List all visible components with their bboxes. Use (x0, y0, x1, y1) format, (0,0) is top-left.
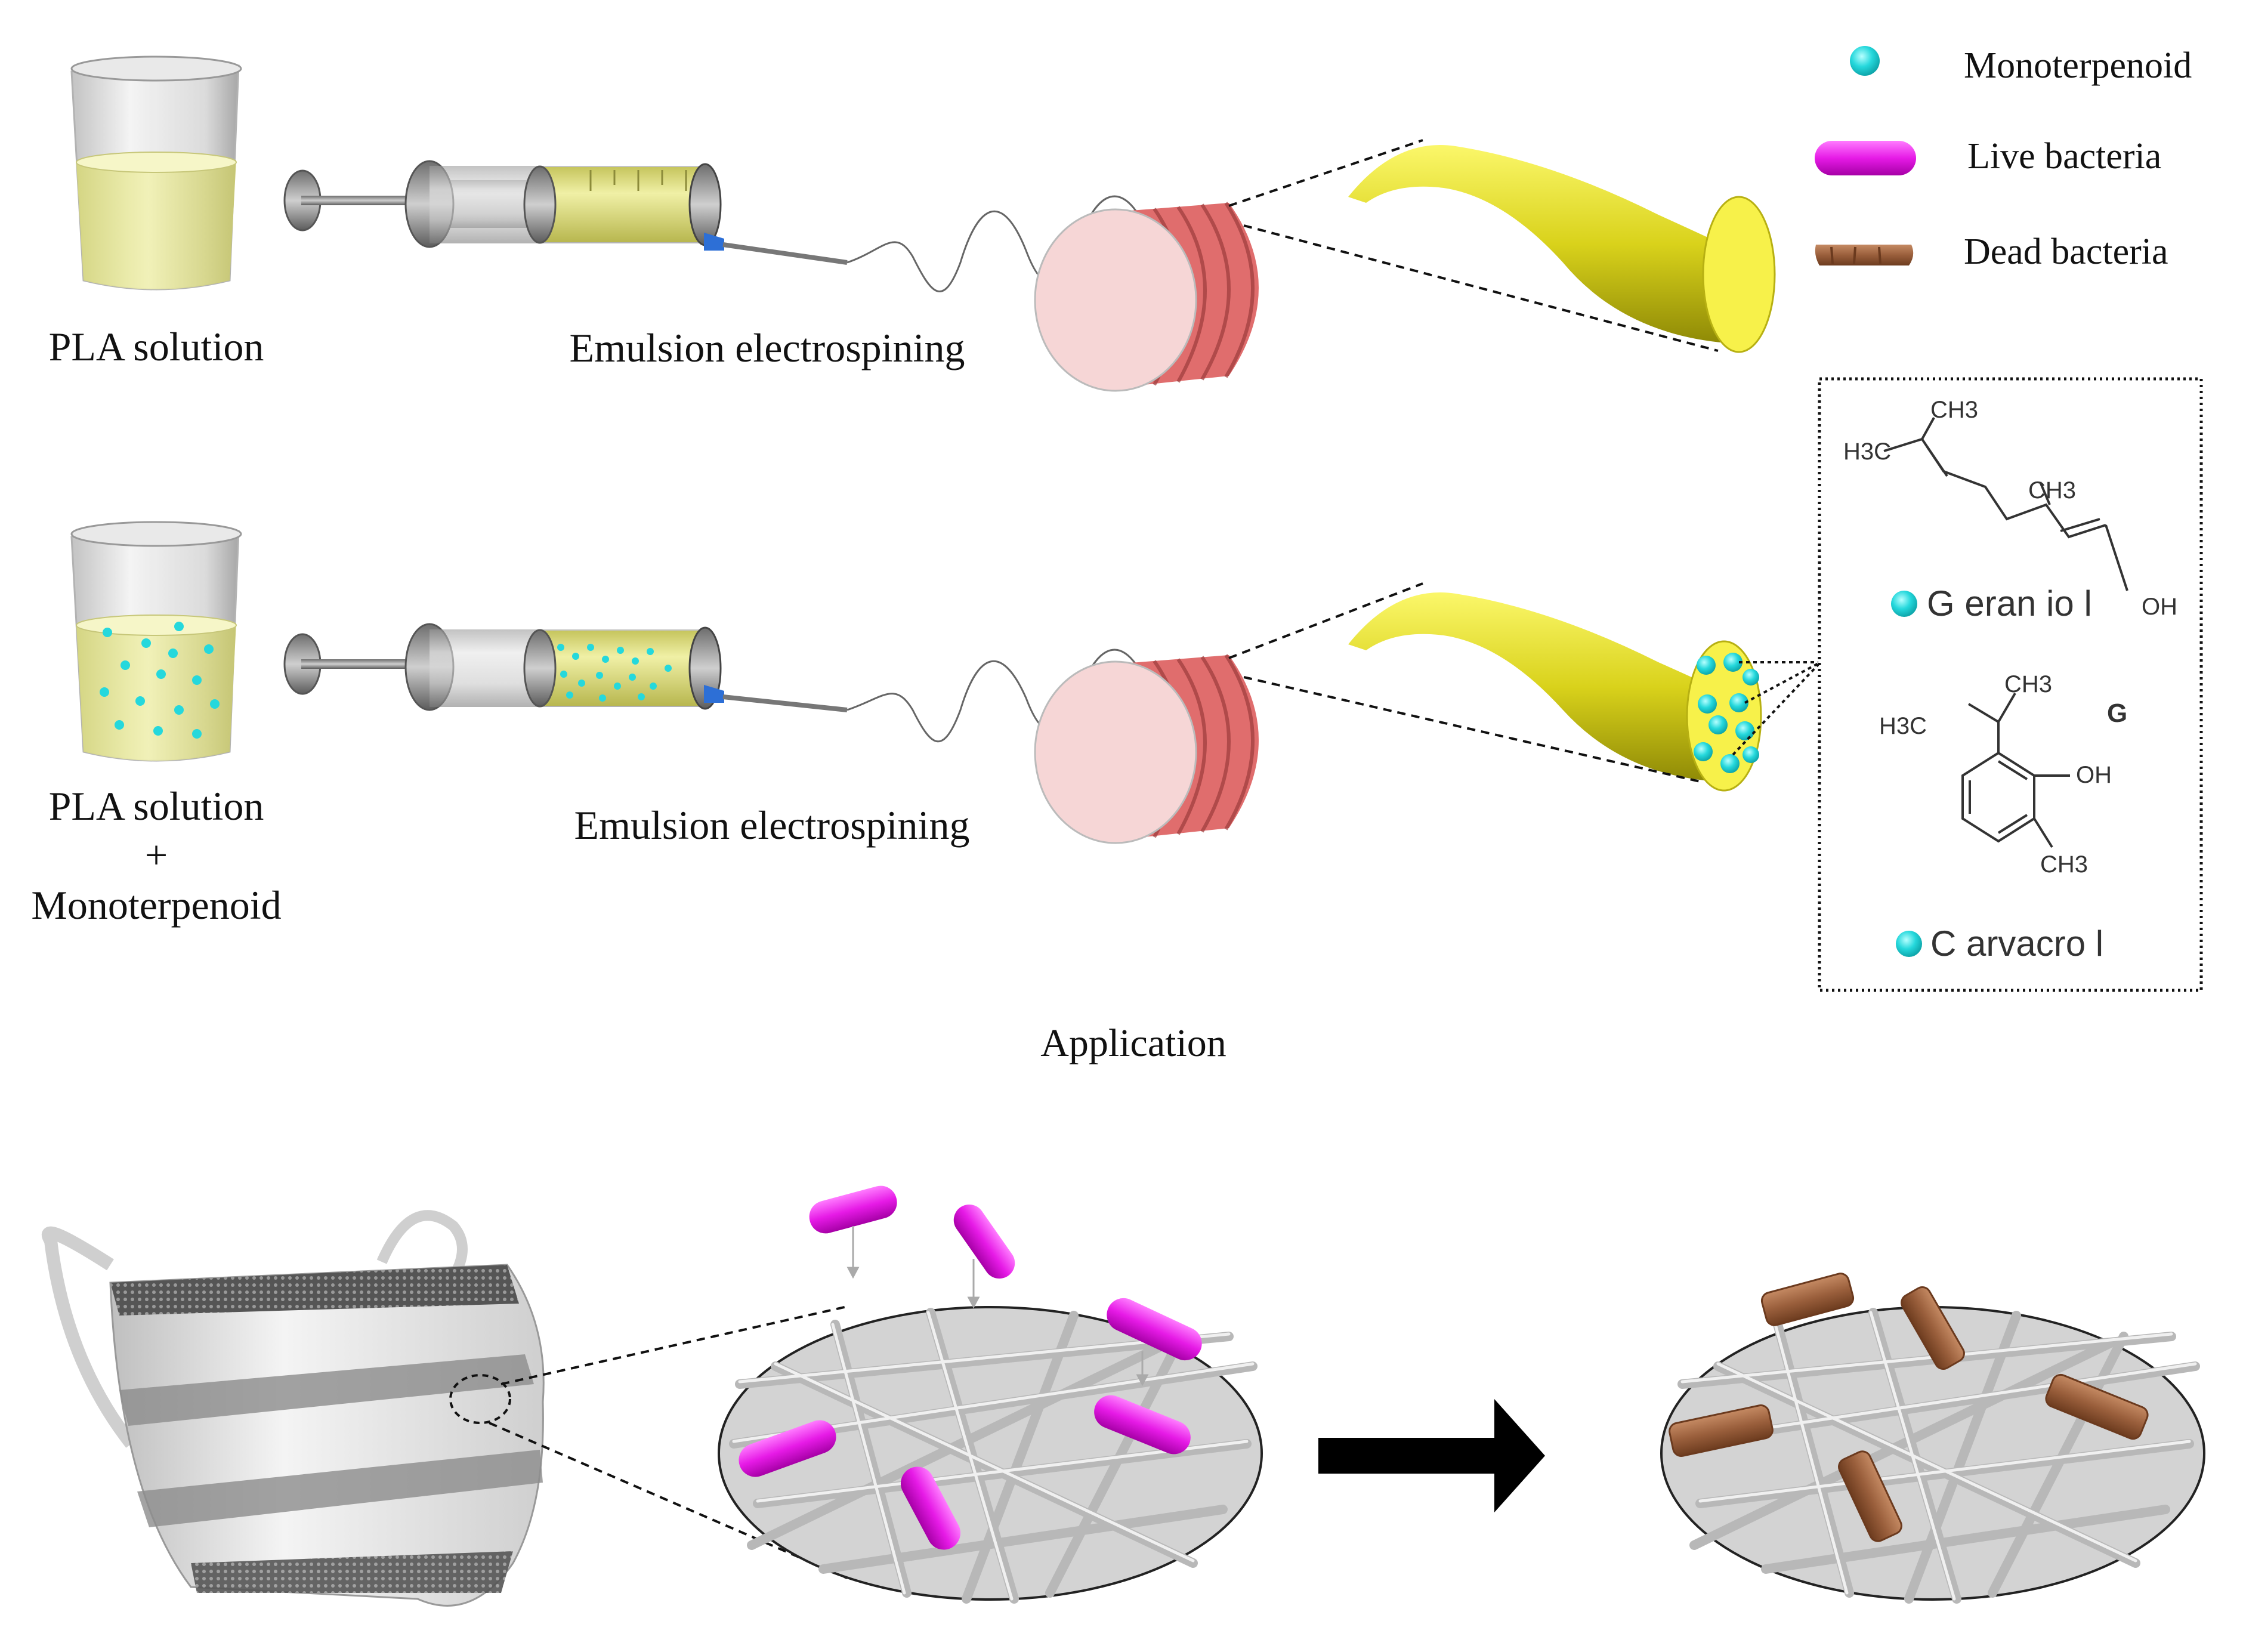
geraniol-ch3-mid: CH3 (2028, 477, 2076, 504)
carvacrol-name: C arvacro l (1930, 924, 2103, 964)
row2-process-label: Emulsion electrospining (574, 802, 970, 848)
live-bacteria-group (739, 1185, 1202, 1550)
carvacrol-ch3-bottom: CH3 (2040, 851, 2088, 878)
row1-fiber (1348, 145, 1776, 353)
row2-zoom-lines (1228, 582, 1701, 783)
mask-zoom-spot (449, 1374, 511, 1424)
row1-process: PLA solution Emulsion electrospining (49, 55, 1776, 392)
row2-beaker (70, 521, 242, 762)
legend-dead-bacteria-icon (1815, 245, 1914, 265)
fiber-to-structure-lines (1732, 661, 1819, 756)
row2-process: PLA solution + Monoterpenoid Emulsion e (31, 521, 1819, 928)
fiber-cross-section-particles (1694, 653, 1759, 773)
row2-syringe-particles (557, 644, 672, 702)
membrane-live-bacteria (718, 1185, 1263, 1604)
row2-beaker-label-line2: + (145, 832, 168, 878)
legend: Monoterpenoid Live bacteria Dead bacteri… (1815, 45, 2192, 272)
geraniol-h3c: H3C (1843, 439, 1891, 465)
carvacrol-ch3-top: CH3 (2004, 671, 2052, 697)
carvacrol-cut-text: G (2107, 699, 2127, 728)
structure-box: CH3 H3C CH3 OH G eran io l CH3 H3C OH CH… (1818, 377, 2203, 992)
bacteria-landing-arrows (846, 1226, 1149, 1387)
geraniol-dot-icon (1891, 591, 1917, 617)
mask-zoom-lines (489, 1305, 848, 1579)
row2-beaker-particles (100, 622, 220, 739)
row1-beaker (70, 55, 242, 291)
row2-fiber (1348, 592, 1819, 792)
transition-arrow (1318, 1399, 1545, 1512)
row1-collector-drum (1034, 202, 1259, 392)
carvacrol-oh: OH (2076, 762, 2112, 788)
row1-syringe (283, 160, 1147, 293)
row2-collector-drum (1034, 654, 1259, 844)
row1-process-label: Emulsion electrospining (570, 325, 965, 370)
row2-syringe (283, 623, 1147, 742)
dead-bacteria-group (1669, 1273, 2149, 1542)
row1-beaker-label: PLA solution (49, 324, 264, 369)
geraniol-structure (1883, 417, 2128, 591)
row1-zoom-lines (1228, 139, 1719, 352)
carvacrol-h3c: H3C (1879, 713, 1927, 739)
row2-beaker-label-line3: Monoterpenoid (31, 882, 281, 928)
legend-live-bacteria-label: Live bacteria (1967, 136, 2161, 177)
legend-live-bacteria-icon (1815, 141, 1916, 175)
application-title: Application (1040, 1021, 1226, 1065)
legend-monoterpenoid-label: Monoterpenoid (1964, 45, 2192, 86)
membrane-dead-bacteria (1660, 1273, 2205, 1604)
geraniol-ch3-top: CH3 (1930, 397, 1978, 423)
carvacrol-structure (1961, 692, 2070, 848)
legend-monoterpenoid-icon (1850, 46, 1880, 76)
carvacrol-dot-icon (1896, 931, 1922, 957)
face-mask (42, 1210, 545, 1607)
row2-beaker-label-line1: PLA solution (49, 783, 264, 829)
geraniol-oh: OH (2142, 594, 2177, 620)
geraniol-name: G eran io l (1927, 583, 2092, 623)
legend-dead-bacteria-label: Dead bacteria (1964, 231, 2168, 272)
